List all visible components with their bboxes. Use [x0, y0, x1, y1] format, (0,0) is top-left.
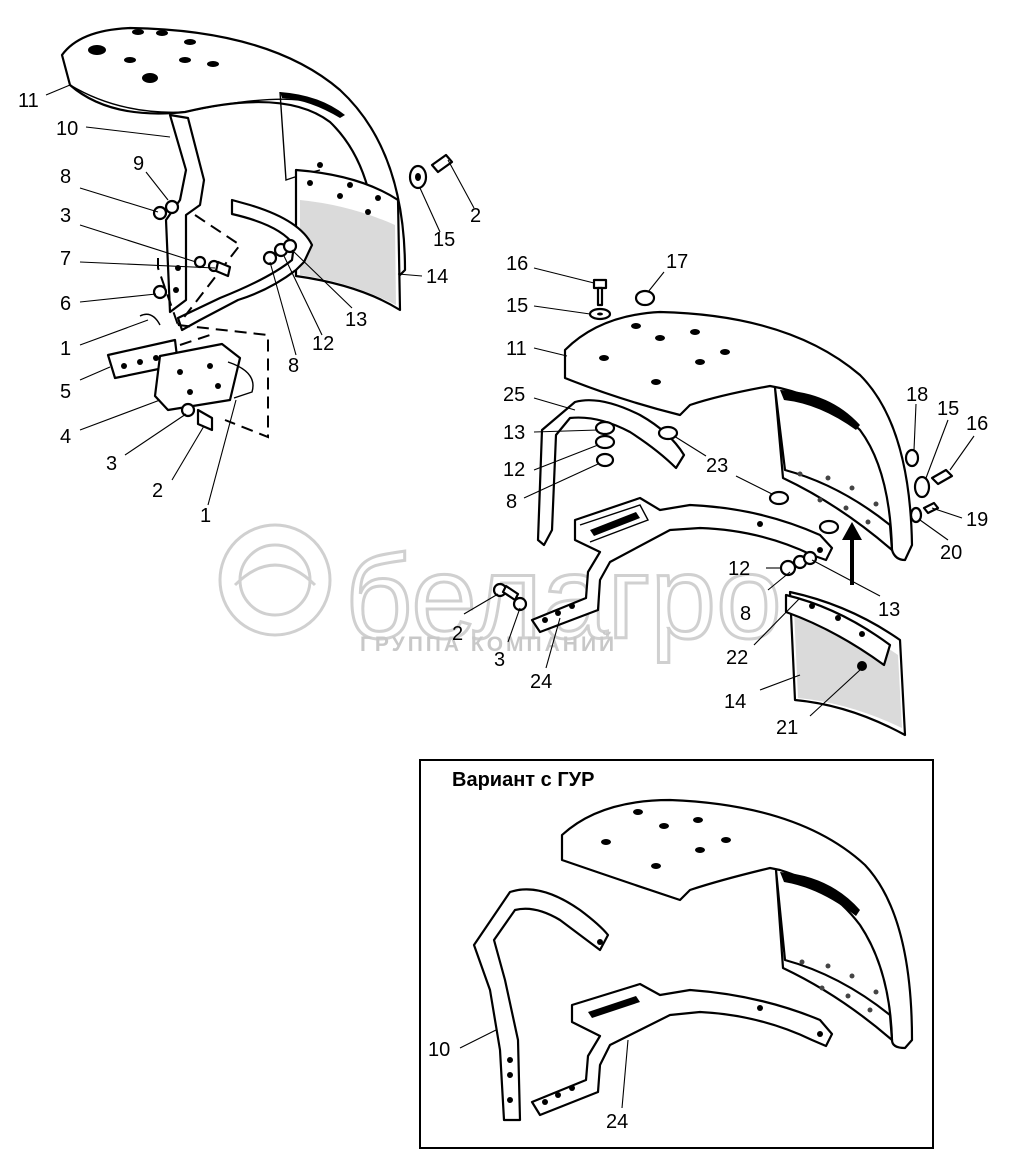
bolt-18-right [904, 448, 920, 468]
assembly-standard: 11 10 9 8 3 7 6 1 5 4 3 2 1 8 12 13 14 1… [18, 26, 481, 527]
callout-6: 6 [60, 293, 71, 315]
inset-fender-skirt [774, 868, 894, 1042]
callout-2-right: 2 [452, 623, 463, 645]
callout-13-lower: 13 [878, 599, 900, 621]
callout-2: 2 [470, 205, 481, 227]
washer-top-right [657, 425, 679, 441]
bracket-25-right [536, 399, 686, 547]
washers-8-12-13-right [594, 420, 616, 468]
watermark-brand: белагро [345, 532, 782, 664]
bracket-24-right [530, 496, 834, 634]
callout-12: 12 [312, 333, 334, 355]
inset-bracket-10 [472, 888, 610, 1122]
callout-12-right: 12 [503, 459, 525, 481]
nut-8-left [152, 199, 180, 221]
callout-10: 10 [56, 118, 78, 140]
callout-3-lower: 3 [106, 453, 117, 475]
callout-20: 20 [940, 542, 962, 564]
callout-15: 15 [433, 229, 455, 251]
callout-9: 9 [133, 153, 144, 175]
callout-7: 7 [60, 248, 71, 270]
bolt-16-right-side [913, 468, 954, 499]
strip-22-right [784, 593, 892, 667]
callout-22: 22 [726, 647, 748, 669]
callout-16: 16 [506, 253, 528, 275]
callout-12-lower: 12 [728, 558, 750, 580]
callout-11-right: 11 [506, 338, 527, 360]
callout-11: 11 [18, 90, 39, 112]
callout-8-lower: 8 [740, 603, 751, 625]
washer-23-right [768, 490, 790, 506]
callout-3-right: 3 [494, 649, 505, 671]
washer-6-left [152, 284, 168, 300]
bolt-16-right-top [588, 278, 612, 321]
bolt-2-3-right [492, 582, 528, 612]
callout-14-right: 14 [724, 691, 746, 713]
inset-title: Вариант с ГУР [452, 769, 594, 791]
callout-21: 21 [776, 717, 798, 739]
callout-18: 18 [906, 384, 928, 406]
washers-12-8-13-right-lower [779, 550, 818, 577]
callout-5: 5 [60, 381, 71, 403]
callout-1-lower: 1 [200, 505, 211, 527]
inset-bracket-24 [530, 982, 834, 1117]
callout-13-right: 13 [503, 422, 525, 444]
callout-2-lower: 2 [152, 480, 163, 502]
inset-callout-10: 10 [428, 1039, 450, 1061]
callout-8: 8 [60, 166, 71, 188]
bolt-19-right [909, 501, 940, 524]
callout-14: 14 [426, 266, 448, 288]
callout-3: 3 [60, 205, 71, 227]
plate-4-left [153, 342, 242, 412]
inset-callout-24: 24 [606, 1111, 628, 1133]
bracket-10-left [164, 113, 206, 314]
callout-15-right: 15 [506, 295, 528, 317]
bracket-arm-left [176, 198, 314, 332]
callout-17: 17 [666, 251, 688, 273]
callout-23: 23 [706, 455, 728, 477]
callout-8-right-lower: 8 [506, 491, 517, 513]
washers-8-12-13-left [262, 238, 298, 266]
callout-25: 25 [503, 384, 525, 406]
bolt-7-left [193, 255, 232, 278]
callout-4: 4 [60, 426, 71, 448]
watermark-subtitle: ГРУППА КОМПАНИЙ [360, 632, 617, 656]
watermark-logo-icon [218, 523, 332, 637]
callout-1: 1 [60, 338, 71, 360]
assembly-exploded-right: 16 17 15 11 25 13 12 8 23 18 15 16 19 20… [452, 251, 988, 739]
callout-13: 13 [345, 309, 367, 331]
fender-skirt-right [773, 386, 894, 552]
callout-19: 19 [966, 509, 988, 531]
nut-17-right [634, 289, 656, 307]
fender-right [563, 310, 914, 562]
callout-8-right: 8 [288, 355, 299, 377]
inset-variant: Вариант с ГУР 10 2 [419, 759, 934, 1149]
u-bolt-left [227, 361, 254, 399]
callout-16-side: 16 [966, 413, 988, 435]
bolt-2-left-bottom [180, 402, 214, 432]
callout-15-side: 15 [937, 398, 959, 420]
bolt-2-left-top [408, 153, 454, 190]
watermark: белагро ГРУППА КОМПАНИЙ [218, 523, 783, 666]
callout-24: 24 [530, 671, 552, 693]
